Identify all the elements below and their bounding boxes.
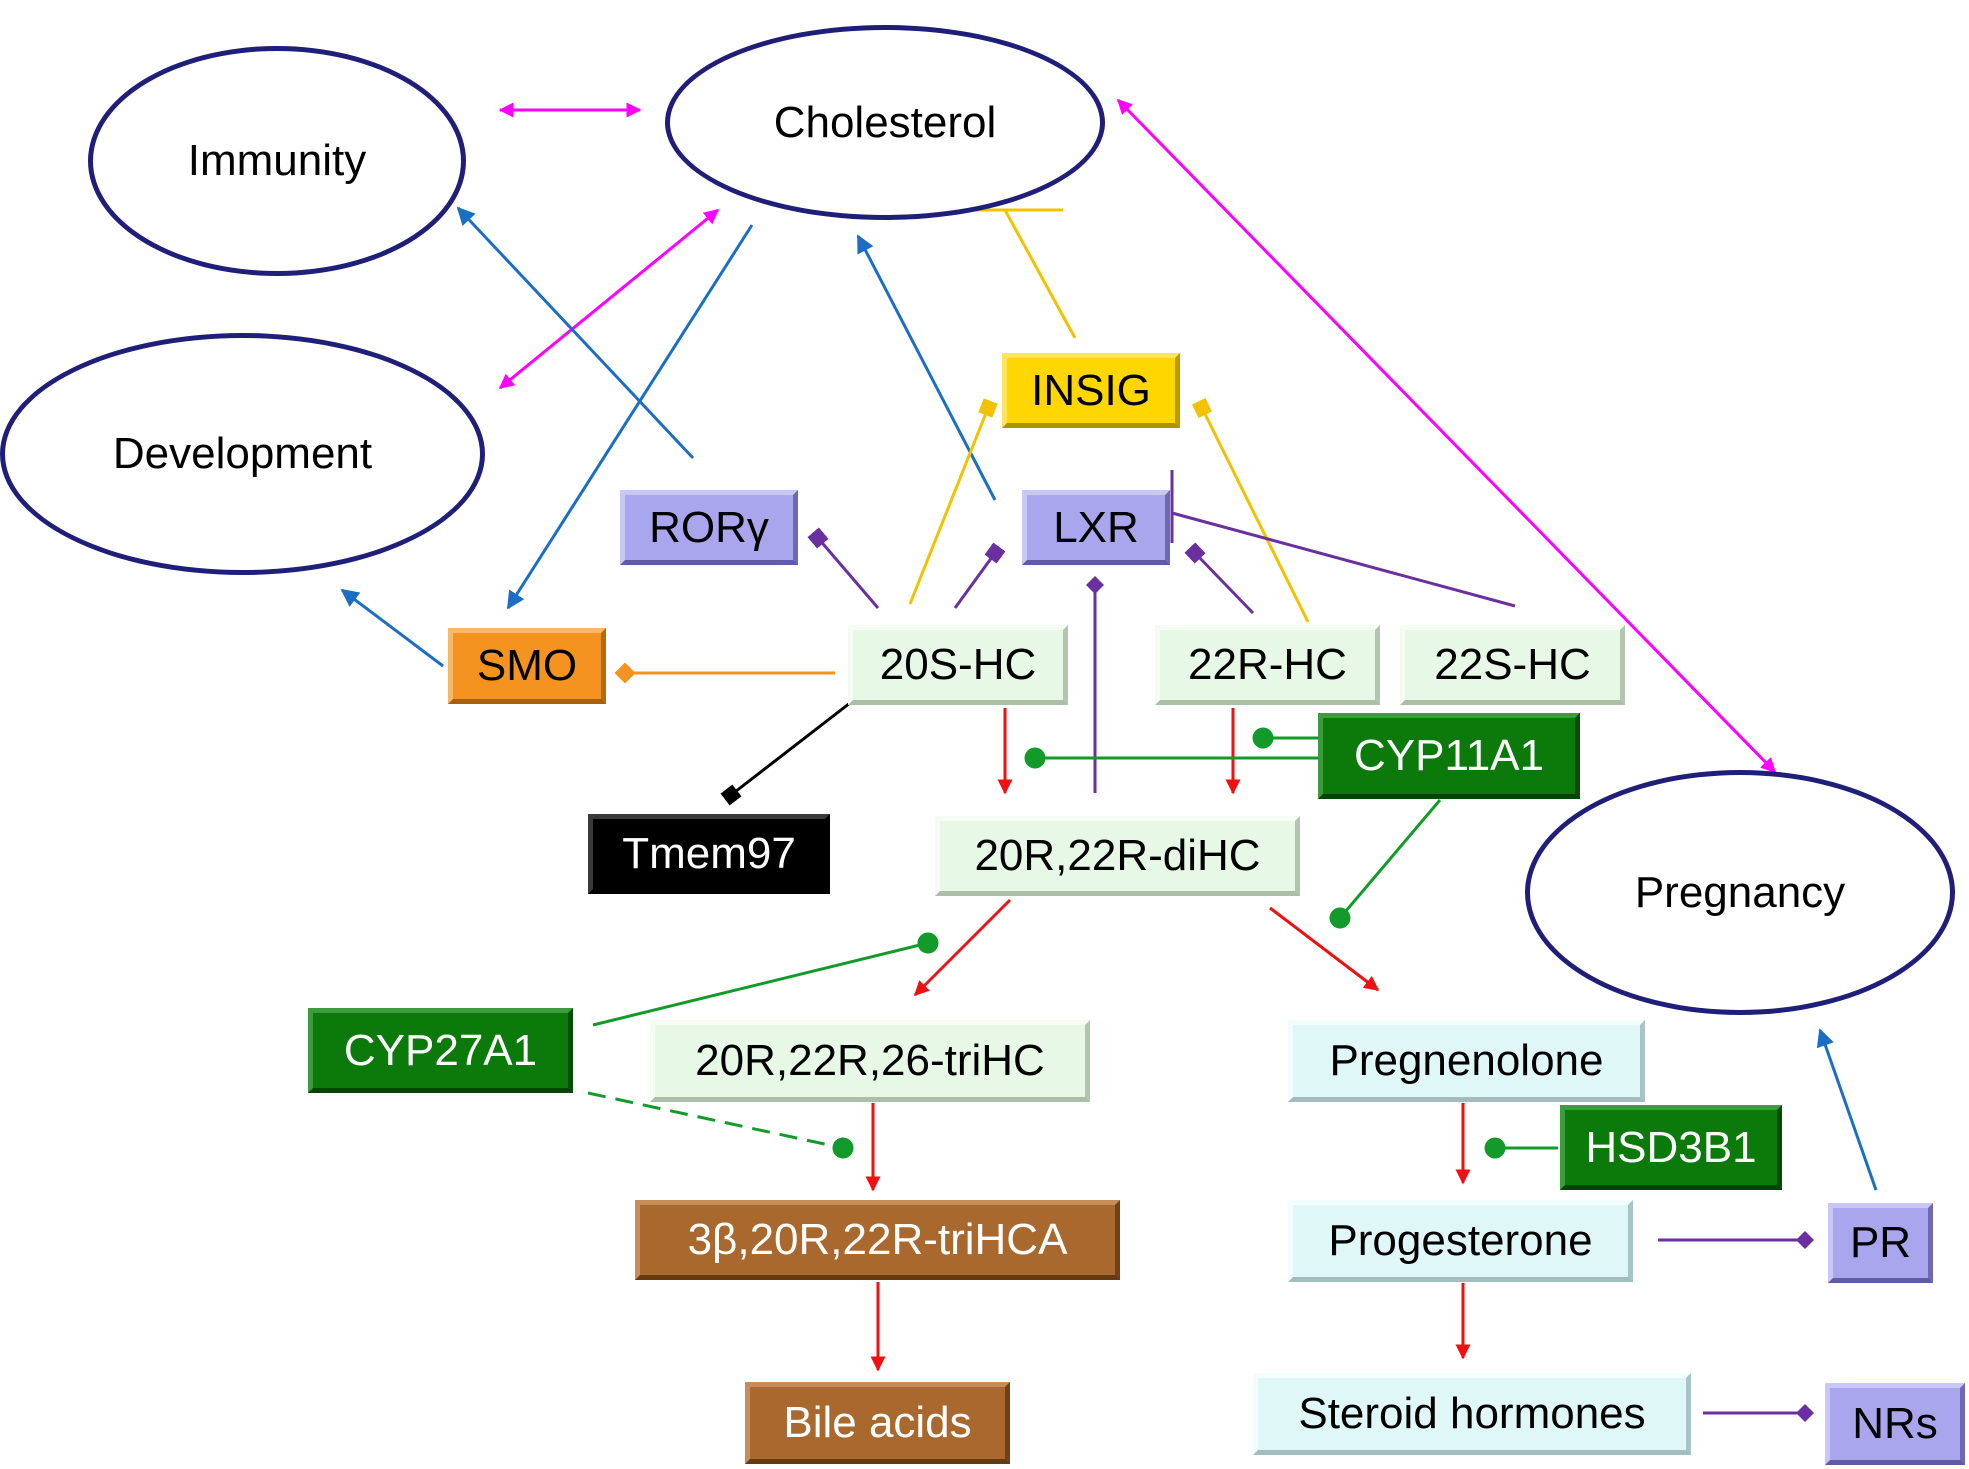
progesterone-node: Progesterone [1288, 1200, 1633, 1282]
hsd3b1-node: HSD3B1 [1560, 1105, 1782, 1190]
20s-hc-node: 20S-HC [848, 625, 1068, 705]
22shc-lxr-edge [1171, 511, 1516, 608]
22r-hc-label: 22R-HC [1188, 640, 1347, 689]
lxr-label: LXR [1053, 502, 1139, 552]
trihca-label: 3β,20R,22R-triHCA [687, 1215, 1068, 1264]
dihc-pregnenolone-arrow [1269, 906, 1380, 992]
bile-acids-node: Bile acids [745, 1382, 1010, 1464]
22rhc-insig-edge [1191, 397, 1310, 623]
tmem97-label: Tmem97 [622, 829, 796, 878]
20shc-insig-edge [908, 398, 998, 605]
cholesterol-node: Cholesterol [665, 25, 1105, 220]
lxr-cholesterol-edge [856, 234, 997, 501]
dihc-node: 20R,22R-diHC [935, 816, 1300, 896]
development-label: Development [112, 429, 373, 478]
ror-gamma-node: RORγ [620, 490, 798, 565]
pr-node: PR [1828, 1203, 1933, 1283]
tmem97-node: Tmem97 [588, 814, 830, 894]
hsd3b1-label: HSD3B1 [1585, 1122, 1757, 1172]
20shc-lxr-edge [953, 542, 1006, 609]
immunity-label: Immunity [187, 136, 367, 185]
dihc-trihc-arrow [913, 898, 1012, 997]
development-node: Development [0, 333, 485, 575]
ror-gamma-label: RORγ [649, 502, 769, 552]
pregnenolone-label: Pregnenolone [1329, 1036, 1604, 1085]
cyp27a1-node: CYP27A1 [308, 1008, 573, 1093]
trihc-node: 20R,22R,26-triHC [650, 1020, 1090, 1102]
cholesterol-smo-edge [506, 224, 754, 610]
22s-hc-label: 22S-HC [1434, 640, 1591, 689]
insig-label: INSIG [1031, 365, 1151, 415]
insig-node: INSIG [1002, 353, 1180, 428]
cyp27a1-label: CYP27A1 [343, 1025, 538, 1075]
smo-label: SMO [476, 641, 578, 690]
20s-hc-label: 20S-HC [879, 640, 1037, 689]
cholesterol-label: Cholesterol [773, 97, 997, 147]
22s-hc-node: 22S-HC [1400, 625, 1625, 705]
trihca-node: 3β,20R,22R-triHCA [635, 1200, 1120, 1280]
immunity-node: Immunity [88, 46, 466, 276]
pr-pregnancy-edge [1816, 1028, 1878, 1191]
22r-hc-node: 22R-HC [1155, 625, 1380, 705]
pr-label: PR [1849, 1218, 1912, 1267]
pregnenolone-node: Pregnenolone [1288, 1020, 1645, 1102]
steroid-hormones-node: Steroid hormones [1253, 1373, 1691, 1455]
ror-immunity-edge [456, 206, 695, 460]
steroid-hormones-label: Steroid hormones [1298, 1389, 1646, 1438]
bile-acids-label: Bile acids [783, 1398, 972, 1447]
dihc-label: 20R,22R-diHC [974, 831, 1261, 880]
20shc-tmem97-edge [720, 701, 851, 806]
cyp11a1-pregnenolone-link [1329, 799, 1442, 929]
lxr-node: LXR [1022, 490, 1170, 565]
cholesterol-pregnancy-edge [1116, 98, 1777, 774]
development-cholesterol-edge [498, 208, 720, 390]
trihc-label: 20R,22R,26-triHC [695, 1036, 1045, 1085]
progesterone-label: Progesterone [1328, 1216, 1593, 1265]
nrs-label: NRs [1852, 1399, 1938, 1448]
cyp27a1-trihca-link [587, 1091, 854, 1159]
cyp11a1-label: CYP11A1 [1354, 731, 1544, 780]
insig-cholesterol-edge [1003, 209, 1077, 339]
22rhc-lxr-edge [1184, 542, 1255, 615]
pregnancy-node: Pregnancy [1525, 770, 1955, 1015]
20shc-ror-edge [807, 527, 880, 609]
smo-development-edge [340, 588, 444, 668]
cyp11a1-node: CYP11A1 [1318, 713, 1580, 799]
smo-node: SMO [448, 628, 606, 704]
nrs-node: NRs [1825, 1383, 1965, 1465]
cyp27a1-trihc-link [592, 932, 939, 1027]
pregnancy-label: Pregnancy [1634, 867, 1846, 917]
